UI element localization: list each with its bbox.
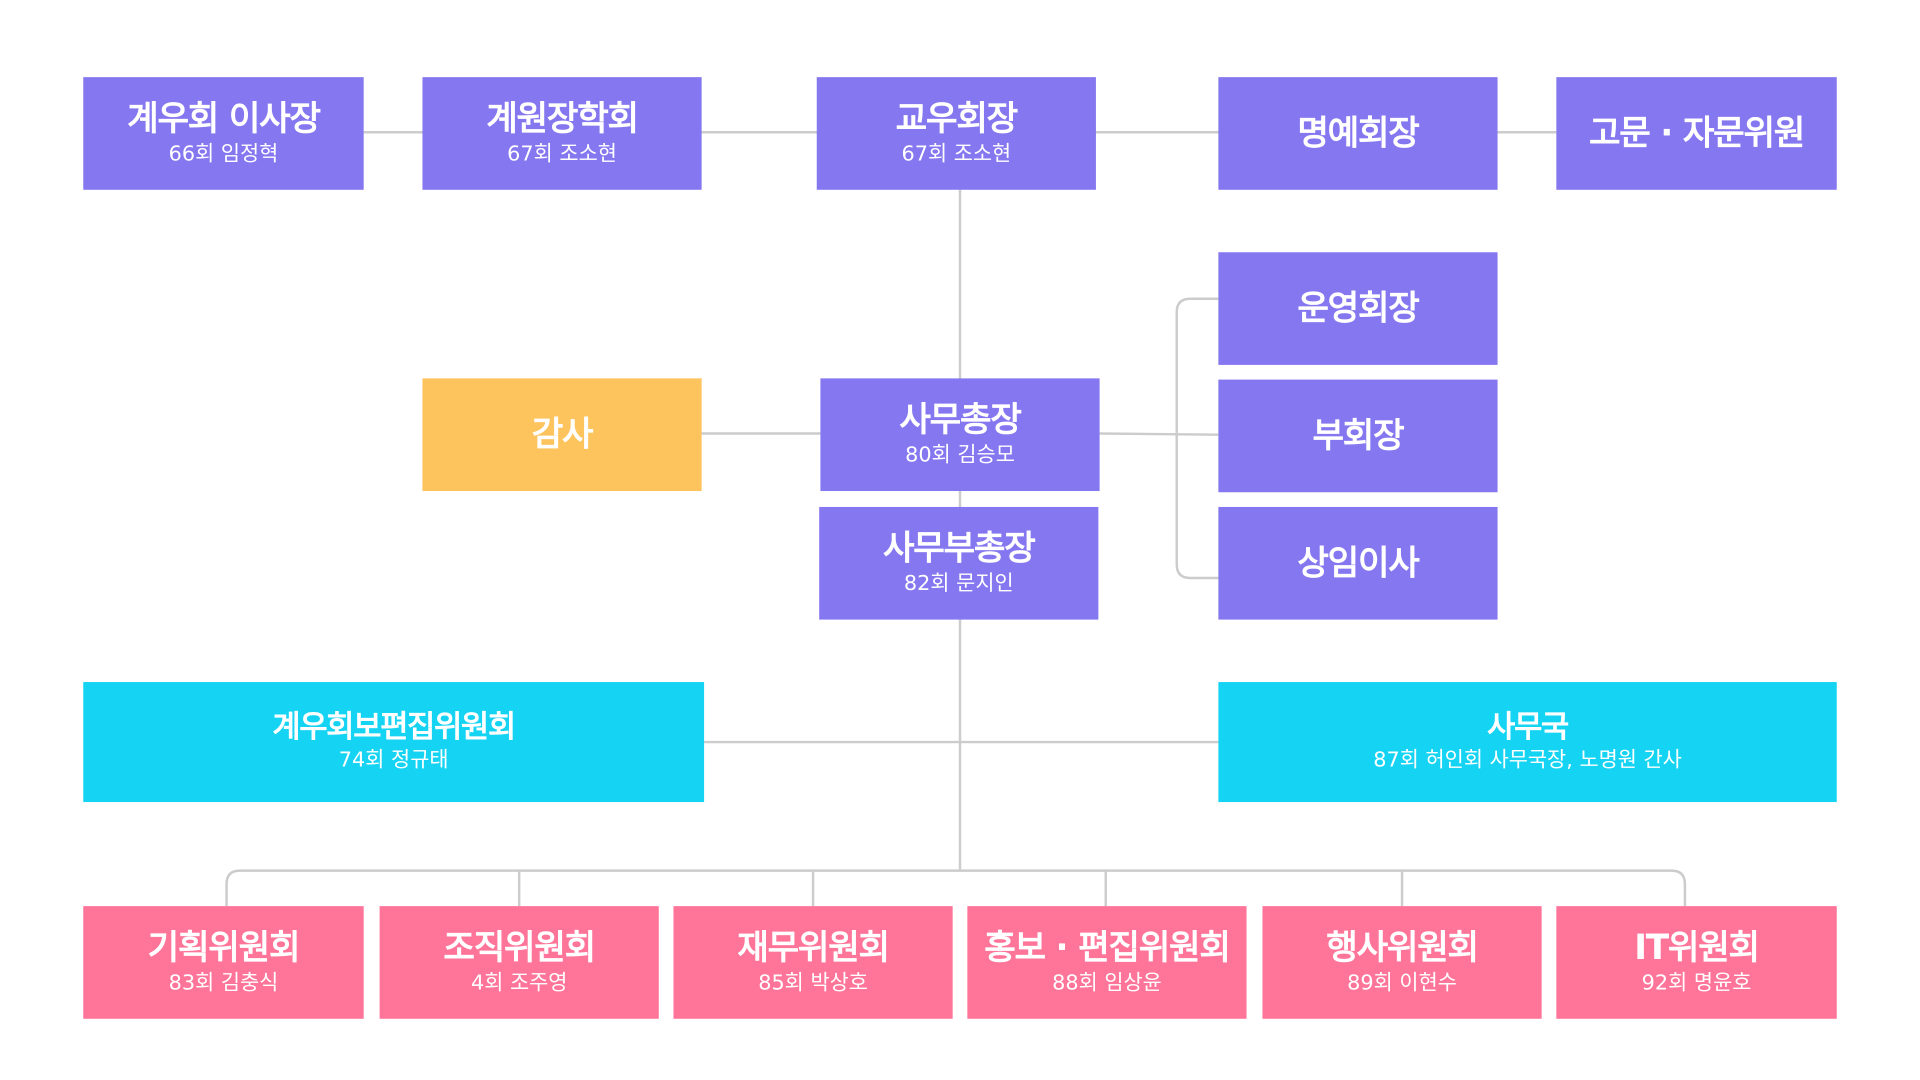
box-sub: 67회 조소현 xyxy=(901,142,1012,167)
committee-it-box: IT위원회 92회 명윤호 xyxy=(1556,906,1837,1019)
committee-organization-box: 조직위원회 4회 조주영 xyxy=(379,906,659,1019)
box-sub: 82회 문지인 xyxy=(903,571,1014,597)
vice-bracket xyxy=(1175,297,1219,580)
box-title: 조직위원회 xyxy=(443,926,596,968)
committee-bracket xyxy=(225,869,1687,907)
operating-president-box: 운영회장 xyxy=(1218,252,1498,365)
box-title: 교우회장 xyxy=(895,97,1019,139)
box-title: 상임이사 xyxy=(1297,542,1420,583)
box-title: 계우회보편집위원회 xyxy=(272,708,516,744)
board-chairman-box: 계우회 이사장 66회 임정혁 xyxy=(83,77,364,190)
vice-connector xyxy=(1099,432,1219,436)
box-sub: 67회 조소현 xyxy=(507,142,617,167)
alumni-president-box: 교우회장 67회 조소현 xyxy=(816,77,1096,190)
box-title: IT위원회 xyxy=(1634,926,1760,968)
deputy-secretary-general-box: 사무부총장 82회 문지인 xyxy=(819,506,1099,620)
audit-box: 감사 xyxy=(422,378,702,492)
box-title: 사무국 xyxy=(1487,708,1569,744)
box-title: 감사 xyxy=(531,413,594,455)
box-title: 행사위원회 xyxy=(1326,926,1479,968)
box-title: 고문 · 자문위원 xyxy=(1588,112,1805,153)
box-title: 기획위원회 xyxy=(147,926,301,968)
box-title: 사무부총장 xyxy=(882,527,1036,568)
vice-president-box: 부회장 xyxy=(1218,379,1498,493)
scholarship-box: 계원장학회 67회 조소현 xyxy=(422,77,702,190)
newsletter-committee-box: 계우회보편집위원회 74회 정규태 xyxy=(83,682,705,803)
committee-pr-box: 홍보 · 편집위원회 88회 임상윤 xyxy=(967,906,1247,1019)
box-sub: 88회 임상윤 xyxy=(1052,971,1162,996)
committee-events-box: 행사위원회 89회 이현수 xyxy=(1262,906,1542,1019)
box-title: 운영회장 xyxy=(1297,287,1420,329)
box-sub: 74회 정규태 xyxy=(338,748,449,774)
advisors-box: 고문 · 자문위원 xyxy=(1556,77,1837,190)
box-title: 명예회장 xyxy=(1297,112,1420,153)
box-sub: 4회 조주영 xyxy=(470,971,568,996)
box-title: 재무위원회 xyxy=(737,926,890,968)
box-title: 홍보 · 편집위원회 xyxy=(984,926,1231,968)
box-title: 부회장 xyxy=(1312,414,1404,456)
secretary-general-box: 사무총장 80회 김승모 xyxy=(820,378,1100,492)
committee-finance-box: 재무위원회 85회 박상호 xyxy=(673,906,953,1019)
box-sub: 89회 이현수 xyxy=(1347,971,1457,996)
standing-director-box: 상임이사 xyxy=(1218,506,1498,620)
box-sub: 83회 김충식 xyxy=(168,971,279,996)
box-sub: 85회 박상호 xyxy=(758,971,868,996)
box-sub: 92회 명윤호 xyxy=(1641,971,1752,996)
box-sub: 80회 김승모 xyxy=(905,443,1015,468)
office-box: 사무국 87회 허인회 사무국장, 노명원 간사 xyxy=(1218,682,1837,803)
box-sub: 66회 임정혁 xyxy=(168,142,279,167)
honorary-president-box: 명예회장 xyxy=(1218,77,1498,190)
box-title: 계우회 이사장 xyxy=(127,97,321,139)
committee-planning-box: 기획위원회 83회 김충식 xyxy=(83,906,364,1019)
box-sub: 87회 허인회 사무국장, 노명원 간사 xyxy=(1373,748,1682,774)
box-title: 사무총장 xyxy=(899,399,1022,440)
box-title: 계원장학회 xyxy=(486,97,639,139)
